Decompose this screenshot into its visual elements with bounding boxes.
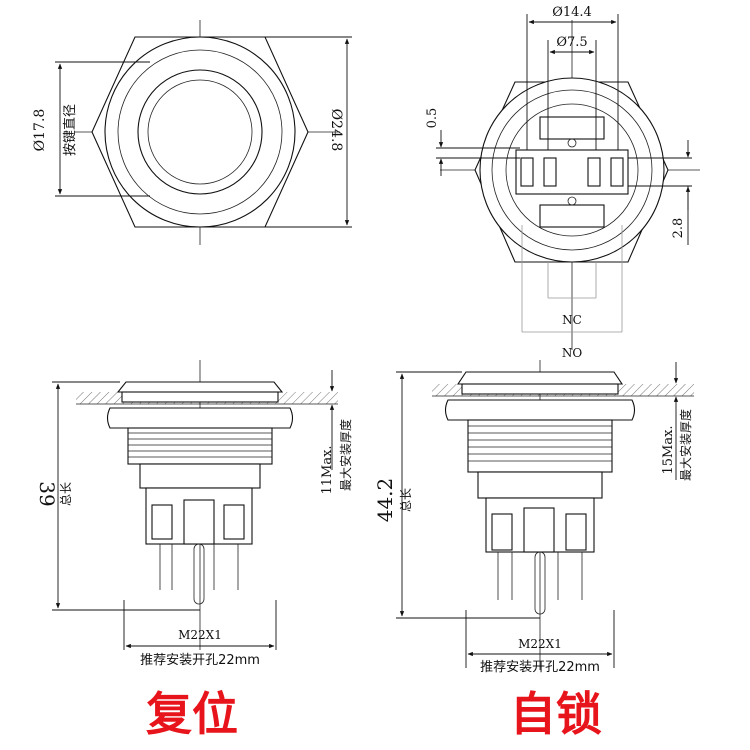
label-nc: NC bbox=[562, 313, 582, 327]
front-view: Ø17.8 按键直径 Ø24.8 bbox=[32, 20, 352, 245]
mount-hole: 推荐安装开孔22mm bbox=[480, 660, 600, 675]
dim-total: 44.2 bbox=[373, 478, 397, 523]
side-view-reset: 39 总长 11Max. 最大安装厚度 M22X1 推荐安装开孔22mm bbox=[35, 360, 353, 668]
caption-reset: 复位 bbox=[146, 687, 238, 741]
dim-offset: 0.5 bbox=[425, 108, 440, 129]
dim-pitch: 2.8 bbox=[671, 218, 686, 239]
dim-panel: 15Max. bbox=[661, 425, 676, 474]
rear-view: Ø14.4 Ø7.5 0.5 2.8 NC NO bbox=[425, 5, 700, 360]
label-button-diameter: 按键直径 bbox=[63, 104, 78, 156]
thread-size: M22X1 bbox=[518, 637, 562, 651]
side-view-latch: 44.2 总长 15Max. 最大安装厚度 M22X1 推荐安装开孔22mm bbox=[373, 360, 694, 675]
thread-size: M22X1 bbox=[178, 628, 222, 642]
caption-latch: 自锁 bbox=[510, 687, 602, 741]
label-panel: 最大安装厚度 bbox=[678, 409, 693, 481]
dim-total: 39 bbox=[35, 481, 59, 506]
label-total: 总长 bbox=[59, 482, 73, 506]
dim-hex-diameter: Ø24.8 bbox=[328, 109, 344, 152]
label-total: 总长 bbox=[399, 488, 413, 512]
label-panel: 最大安装厚度 bbox=[338, 419, 353, 491]
dim-inner: Ø7.5 bbox=[556, 35, 587, 50]
label-no: NO bbox=[562, 346, 583, 360]
dim-panel: 11Max. bbox=[320, 445, 335, 494]
dim-button-diameter: Ø17.8 bbox=[32, 109, 48, 152]
dim-outer: Ø14.4 bbox=[552, 5, 592, 20]
mount-hole: 推荐安装开孔22mm bbox=[140, 653, 260, 668]
